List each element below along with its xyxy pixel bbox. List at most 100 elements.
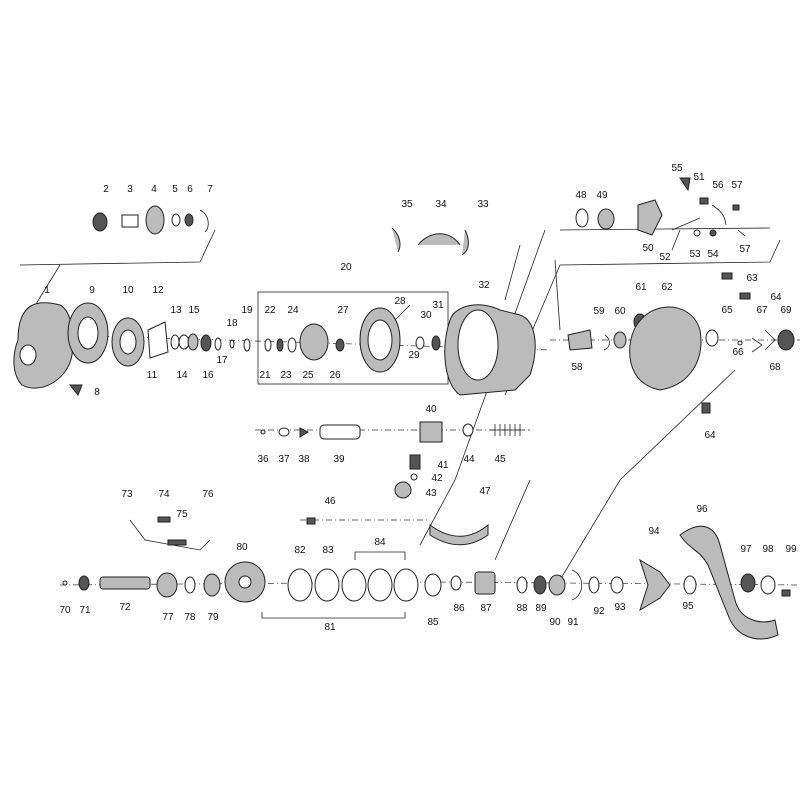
part-label: 84 [374, 537, 386, 548]
part-label: 29 [408, 350, 420, 361]
part-label: 74 [158, 489, 170, 500]
part-label: 54 [707, 249, 719, 260]
part-label: 64 [704, 430, 716, 441]
part-label: 7 [207, 184, 213, 195]
part-label: 35 [401, 199, 413, 210]
part-label: 93 [614, 602, 626, 613]
part-label: 38 [298, 454, 310, 465]
part-label: 79 [207, 612, 219, 623]
part-label: 8 [94, 387, 100, 398]
part-label: 22 [264, 305, 276, 316]
part-label: 90 [549, 617, 561, 628]
part-label: 23 [280, 370, 292, 381]
part-label: 70 [59, 605, 71, 616]
part-label: 52 [659, 252, 671, 263]
part-label: 81 [324, 622, 336, 633]
part-label: 78 [184, 612, 196, 623]
part-label: 20 [340, 262, 352, 273]
part-label: 76 [202, 489, 214, 500]
part-label: 80 [236, 542, 248, 553]
part-label: 28 [394, 296, 406, 307]
part-label: 87 [480, 603, 492, 614]
part-label: 2 [103, 184, 109, 195]
part-label: 19 [241, 305, 253, 316]
part-label: 57 [731, 180, 743, 191]
part-label: 6 [187, 184, 193, 195]
part-label: 43 [425, 488, 437, 499]
part-label: 26 [329, 370, 341, 381]
part-label: 42 [431, 473, 443, 484]
part-label: 51 [693, 172, 705, 183]
part-label: 75 [176, 509, 188, 520]
part-label: 89 [535, 603, 547, 614]
part-label: 58 [571, 362, 583, 373]
part-label: 14 [176, 370, 188, 381]
part-label: 50 [642, 243, 654, 254]
part-label: 48 [575, 190, 587, 201]
part-label: 65 [721, 305, 733, 316]
part-label: 67 [756, 305, 768, 316]
part-label: 45 [494, 454, 506, 465]
part-shapes [13, 177, 795, 640]
part-label: 72 [119, 602, 131, 613]
part-label: 15 [188, 305, 200, 316]
part-label: 9 [89, 285, 95, 296]
part-label: 71 [79, 605, 91, 616]
part-label: 46 [324, 496, 336, 507]
part-label: 99 [785, 544, 797, 555]
part-label: 57 [739, 244, 751, 255]
part-label: 17 [216, 355, 228, 366]
part-label: 56 [712, 180, 724, 191]
part-label: 36 [257, 454, 269, 465]
part-label: 98 [762, 544, 774, 555]
part-label: 77 [162, 612, 174, 623]
part-label: 47 [479, 486, 491, 497]
part-label: 18 [226, 318, 238, 329]
part-label: 97 [740, 544, 752, 555]
part-label: 60 [614, 306, 626, 317]
part-label: 86 [453, 603, 465, 614]
part-label: 30 [420, 310, 432, 321]
part-label: 94 [648, 526, 660, 537]
part-label: 12 [152, 285, 164, 296]
part-label: 63 [746, 273, 758, 284]
part-label: 83 [322, 545, 334, 556]
part-label: 3 [127, 184, 133, 195]
part-label: 49 [596, 190, 608, 201]
part-label: 73 [121, 489, 133, 500]
part-label: 11 [147, 370, 158, 381]
part-label: 39 [333, 454, 345, 465]
assembly-lines [19, 227, 800, 619]
part-label: 96 [696, 504, 708, 515]
part-label: 37 [278, 454, 290, 465]
part-label: 59 [593, 306, 605, 317]
part-label: 62 [661, 282, 673, 293]
part-label: 13 [170, 305, 182, 316]
part-label: 41 [437, 460, 449, 471]
part-label: 91 [567, 617, 579, 628]
part-label: 10 [122, 285, 134, 296]
part-label: 64 [770, 292, 782, 303]
part-label: 69 [780, 305, 792, 316]
part-label: 61 [635, 282, 647, 293]
part-label: 5 [172, 184, 178, 195]
part-label: 27 [337, 305, 349, 316]
part-label: 85 [427, 617, 439, 628]
part-label: 33 [477, 199, 489, 210]
part-labels: 1 2 3 4 5 6 7 8 9 10 11 12 13 14 15 16 1… [44, 163, 797, 633]
part-label: 66 [732, 347, 744, 358]
part-label: 88 [516, 603, 528, 614]
part-label: 21 [259, 370, 271, 381]
part-label: 53 [689, 249, 701, 260]
part-label: 44 [463, 454, 475, 465]
part-label: 31 [432, 300, 444, 311]
part-label: 34 [435, 199, 447, 210]
part-label: 92 [593, 606, 605, 617]
part-label: 40 [425, 404, 437, 415]
part-label: 16 [202, 370, 214, 381]
part-label: 24 [287, 305, 299, 316]
part-label: 4 [151, 184, 157, 195]
part-label: 95 [682, 601, 694, 612]
part-label: 25 [302, 370, 314, 381]
